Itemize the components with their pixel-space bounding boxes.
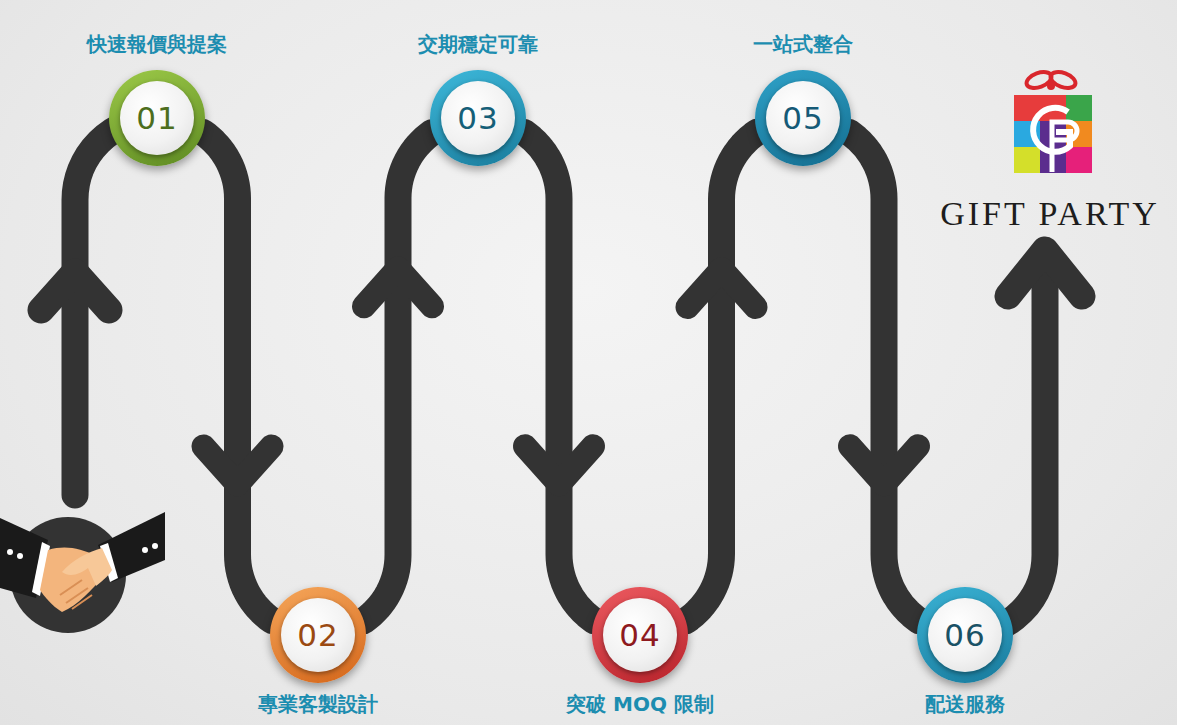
step-circle: 02專業客製設計 [270,587,366,683]
track-path [203,132,272,620]
number-disc: 03 [441,81,515,155]
step-circle: 03交期穩定可靠 [430,70,526,166]
step-heading: 交期穩定可靠 [418,32,538,56]
track-chevron [688,269,756,307]
track-connector [203,132,272,620]
number-disc: 02 [281,598,355,672]
number-disc: 04 [603,598,677,672]
number-disc: 01 [120,81,194,155]
track-connector [364,132,432,620]
track-chevron [525,446,593,484]
track-chevron [850,446,918,484]
track-path [364,132,432,620]
track-path [849,132,919,621]
step-number: 03 [457,100,498,136]
step-heading: 專業客製設計 [258,692,378,716]
step-circle: 06配送服務 [917,587,1013,683]
step-heading: 突破 MOQ 限制 [566,692,714,716]
brand-name: GIFT PARTY [940,195,1160,233]
step-circle: 01快速報價與提案 [109,70,205,166]
step-heading: 快速報價與提案 [87,32,227,56]
gift-party-logo [1014,69,1092,173]
track-chevron [41,272,109,310]
exit-arrowhead [1008,250,1082,296]
number-disc: 06 [928,598,1002,672]
step-number: 02 [297,617,338,653]
step-heading: 配送服務 [925,692,1005,716]
track-chevron [364,268,432,306]
step-number: 01 [136,100,177,136]
track-connector [849,132,919,621]
step-number: 06 [944,617,985,653]
step-heading: 一站式整合 [753,32,853,56]
exit-track [965,262,1045,635]
track-connector [686,132,757,621]
track-chevron [204,447,272,485]
track-connector [524,132,594,621]
step-circle: 04突破 MOQ 限制 [592,587,688,683]
handshake-icon [0,512,165,633]
track-path [686,132,757,621]
step-circle: 05一站式整合 [755,70,851,166]
number-disc: 05 [766,81,840,155]
step-number: 04 [619,617,660,653]
track-path [524,132,594,621]
step-number: 05 [782,100,823,136]
